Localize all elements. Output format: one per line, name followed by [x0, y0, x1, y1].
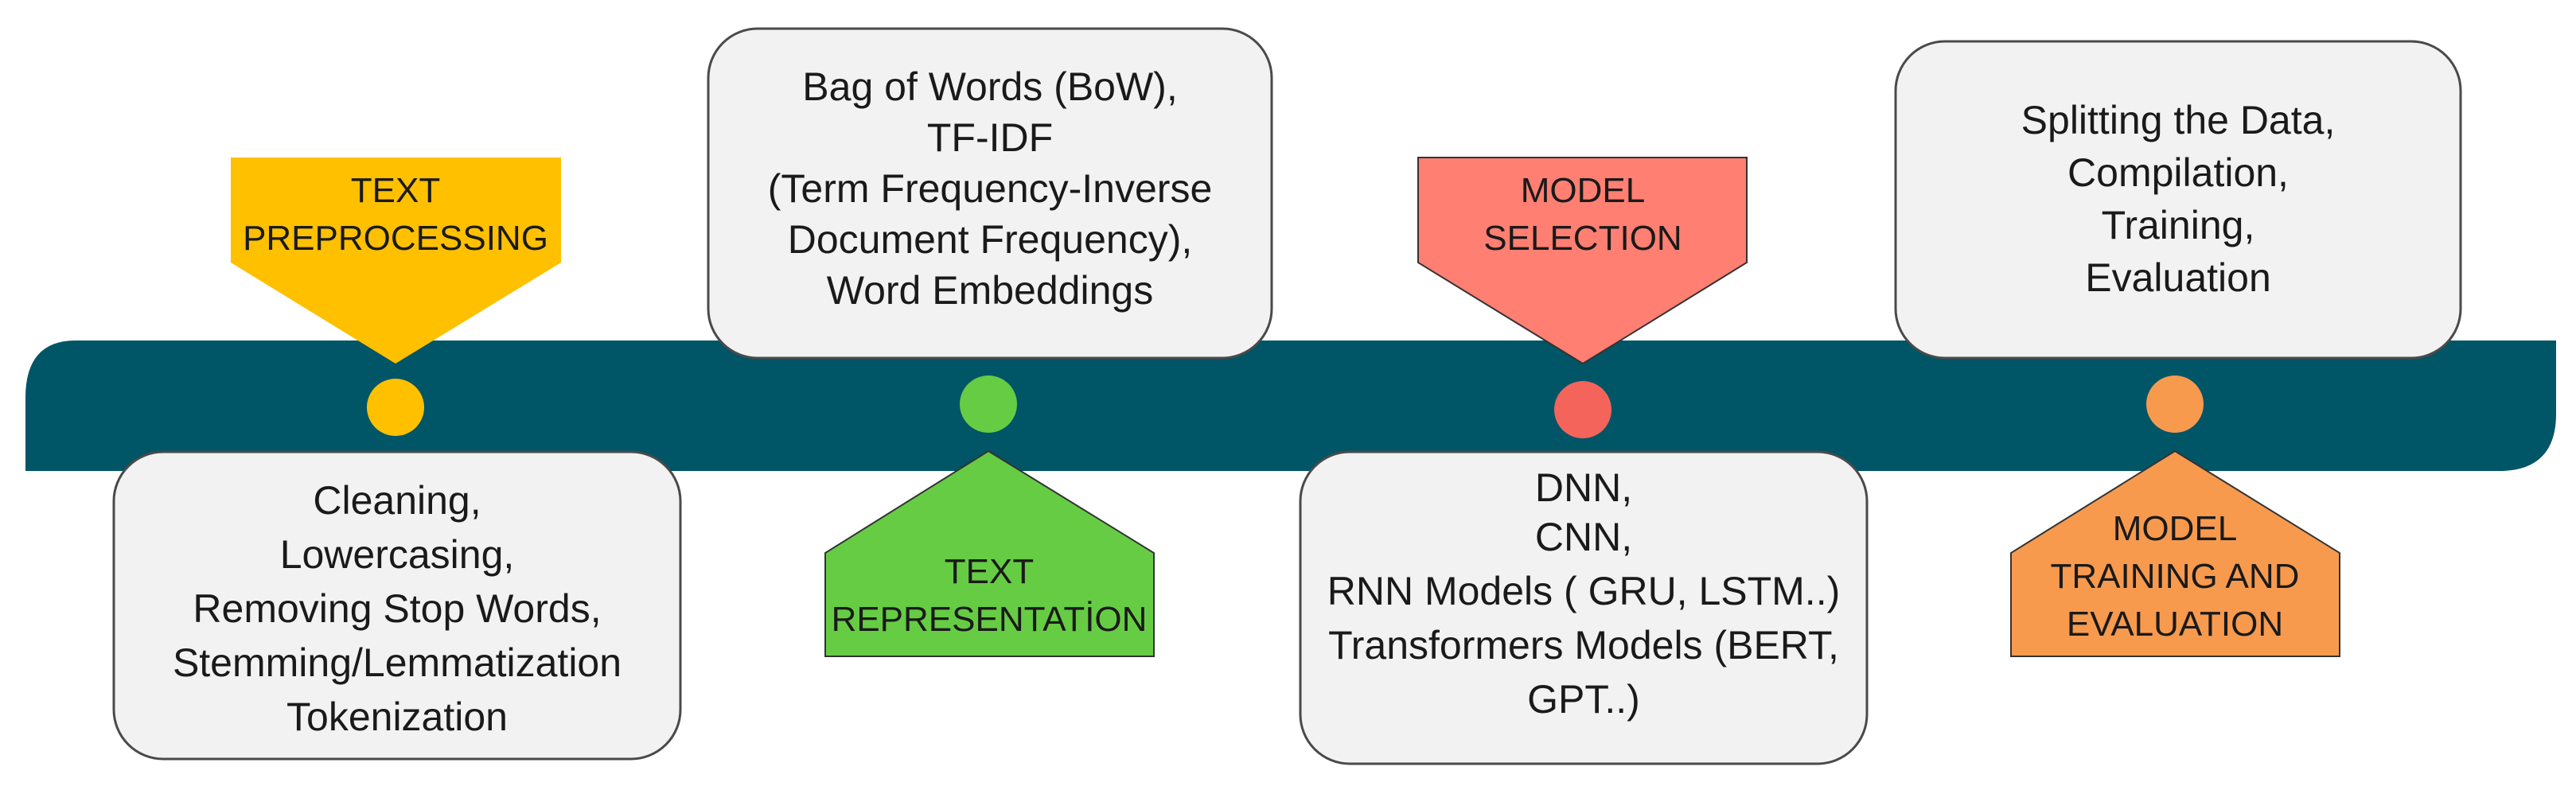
stage-2-detail-line-4: Document Frequency),: [788, 217, 1193, 262]
stage-2-marker: [960, 376, 1017, 433]
stage-1-tag: [231, 158, 561, 364]
stage-1-detail-box: [112, 450, 682, 761]
stage-3-tag-line-1: MODEL: [1521, 171, 1645, 210]
stage-4-detail-line-4: Evaluation: [2085, 255, 2271, 300]
stage-4-marker: [2146, 376, 2204, 433]
stage-3-detail-line-1: DNN,: [1535, 465, 1632, 510]
stage-2-tag-line-1: TEXT: [945, 552, 1034, 591]
stage-3-detail-line-4: Transformers Models (BERT,: [1328, 623, 1839, 667]
stage-3-detail-box: [1299, 450, 1869, 765]
stage-3-tag-line-2: SELECTION: [1483, 219, 1682, 258]
stage-2-tag-line-2: REPRESENTATİON: [832, 600, 1148, 639]
stage-4-tag: [2010, 449, 2340, 657]
stage-1-detail-line-2: Lowercasing,: [280, 532, 515, 577]
stage-2-tag: [824, 449, 1155, 657]
stage-4-tag-line-2: TRAINING AND: [2051, 557, 2300, 596]
stage-4-detail-line-2: Compilation,: [2067, 150, 2289, 195]
stage-3-detail-line-5: GPT..): [1527, 677, 1640, 722]
stage-4-detail-box: [1894, 40, 2462, 360]
stage-2-detail-box: [707, 27, 1273, 360]
stage-2-detail-line-2: TF-IDF: [927, 115, 1053, 160]
stage-2-detail-line-1: Bag of Words (BoW),: [802, 64, 1177, 109]
stage-4-detail-line-1: Splitting the Data,: [2021, 98, 2336, 142]
stage-3-tag: [1417, 157, 1748, 365]
stage-1-tag-line-1: TEXT: [351, 171, 440, 210]
stage-3-marker: [1554, 381, 1611, 438]
stage-1-detail-line-1: Cleaning,: [313, 478, 481, 523]
stage-4-tag-line-1: MODEL: [2113, 509, 2237, 548]
stage-2-detail-line-5: Word Embeddings: [827, 268, 1153, 313]
stage-1-tag-line-2: PREPROCESSING: [243, 219, 548, 258]
stage-1-detail-line-4: Stemming/Lemmatization: [173, 640, 622, 685]
stage-3-detail-line-3: RNN Models ( GRU, LSTM..): [1327, 569, 1841, 613]
stage-1-detail-line-5: Tokenization: [286, 695, 508, 739]
stage-4-tag-line-3: EVALUATION: [2067, 605, 2283, 644]
timeline-band: [25, 341, 2556, 471]
stage-3-detail-line-2: CNN,: [1535, 515, 1632, 559]
stage-4-detail-line-3: Training,: [2102, 203, 2255, 247]
stage-1-detail-line-3: Removing Stop Words,: [193, 586, 601, 631]
stage-2-detail-line-3: (Term Frequency-Inverse: [768, 166, 1213, 211]
stage-1-marker: [367, 379, 424, 436]
